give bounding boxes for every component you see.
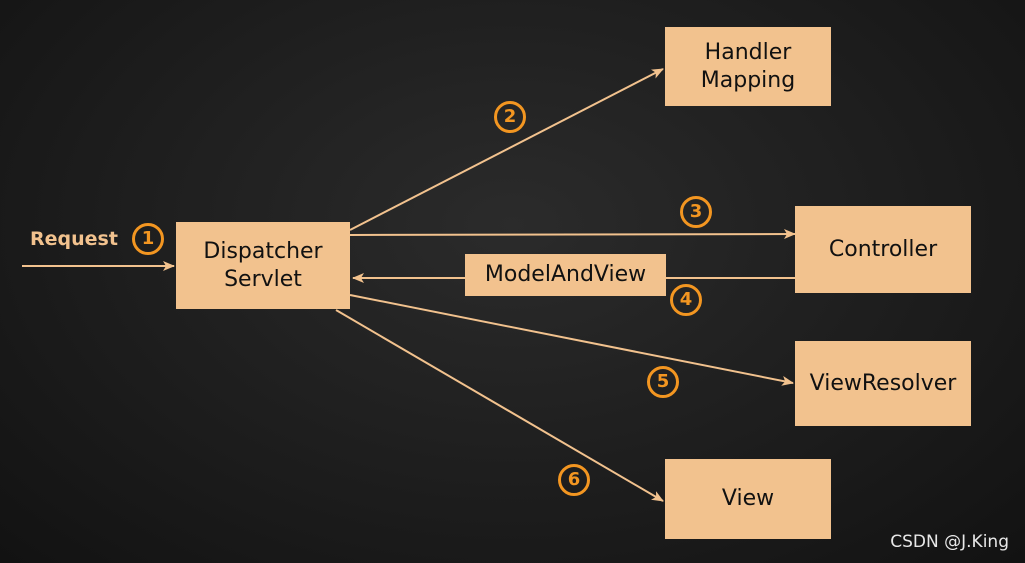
request-label: Request — [30, 228, 118, 250]
dispatcher-servlet-label: Dispatcher Servlet — [203, 238, 323, 292]
step-2-badge: 2 — [494, 101, 526, 133]
view-resolver-label: ViewResolver — [809, 370, 957, 396]
step-3-badge: 3 — [680, 196, 712, 228]
view-label: View — [721, 486, 775, 511]
arrow-dispatcher-to-controller — [349, 229, 796, 240]
step-5-badge: 5 — [647, 366, 679, 398]
arrow-dispatcher-to-view — [335, 309, 664, 502]
view-box: View — [665, 459, 831, 539]
controller-label: Controller — [828, 236, 938, 262]
arrow-dispatcher-to-handler-mapping — [349, 68, 664, 231]
controller-box: Controller — [795, 206, 971, 293]
model-and-view-label: ModelAndView — [484, 262, 647, 287]
view-resolver-box: ViewResolver — [795, 341, 971, 426]
step-1-badge: 1 — [132, 223, 164, 255]
model-and-view-box: ModelAndView — [465, 254, 666, 296]
step-4-badge: 4 — [670, 284, 702, 316]
csdn-watermark: CSDN @J.King — [890, 532, 1009, 552]
step-6-badge: 6 — [558, 464, 590, 496]
arrow-dispatcher-to-view-resolver — [349, 294, 794, 386]
handler-mapping-label: Handler Mapping — [700, 39, 796, 93]
dispatcher-servlet-box: Dispatcher Servlet — [176, 222, 350, 309]
handler-mapping-box: Handler Mapping — [665, 27, 831, 106]
